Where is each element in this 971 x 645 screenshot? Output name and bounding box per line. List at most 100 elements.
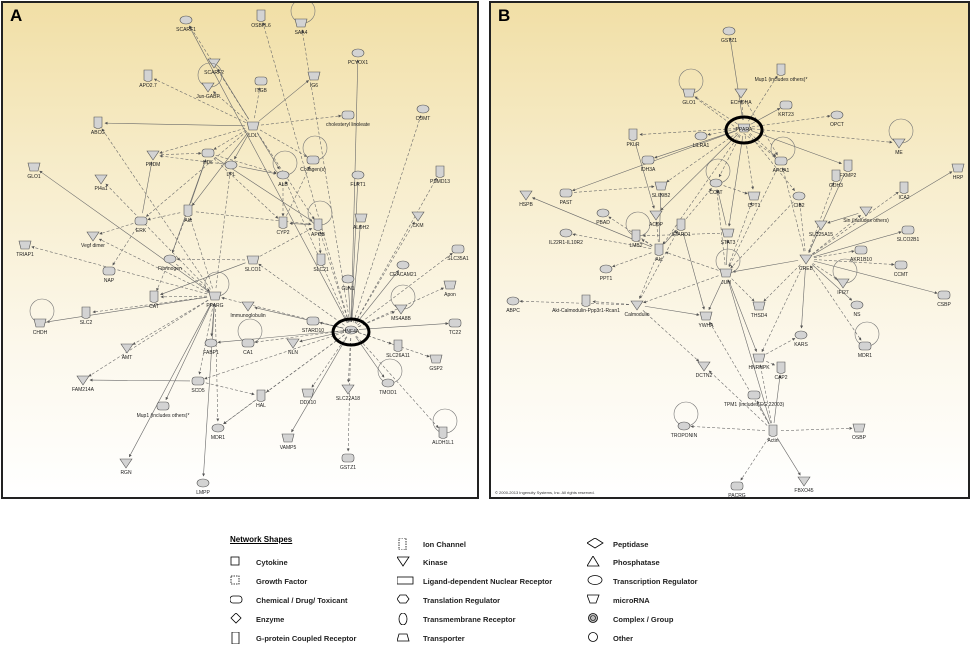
network-node[interactable]: FAM214A [72, 375, 95, 393]
network-node[interactable]: CKM [411, 211, 425, 229]
network-node[interactable]: KRT23 [778, 100, 794, 118]
network-node[interactable]: CAP2 [774, 361, 788, 381]
network-node[interactable]: PRDM [146, 150, 161, 168]
network-node[interactable]: FABP1 [203, 338, 219, 356]
network-node[interactable]: Actin [767, 424, 779, 444]
network-node[interactable]: cholesteryl linoleate [326, 110, 370, 128]
network-node[interactable]: LILRA1 [693, 131, 710, 149]
network-node[interactable]: AMT [120, 343, 134, 361]
network-node[interactable]: IDH3A [641, 155, 656, 173]
network-node[interactable]: SLC21 [313, 253, 329, 273]
network-node[interactable]: IFI27 [832, 258, 858, 296]
network-node[interactable]: STAT3 [721, 228, 736, 246]
network-node[interactable]: CCAT [705, 158, 731, 196]
network-node[interactable]: Akt-Calmodulin-Ppp3r1-Rcan1 [552, 294, 620, 314]
network-node[interactable]: IG6 [307, 71, 321, 89]
network-node[interactable]: Fibrinogen [158, 254, 182, 272]
network-node[interactable]: DCTN2 [696, 361, 713, 379]
network-node[interactable]: SLC9B2 [652, 181, 671, 199]
network-node[interactable]: CREB [799, 254, 814, 272]
network-node[interactable]: HNF4A [331, 317, 371, 347]
network-node[interactable]: MDR1 [854, 321, 880, 359]
network-node[interactable]: ALB [272, 150, 298, 188]
network-node[interactable]: PPARA [724, 115, 764, 145]
network-node[interactable]: OPCT [830, 110, 844, 128]
network-node[interactable]: PPARG [204, 271, 230, 309]
network-node[interactable]: LMPP [196, 478, 210, 496]
network-node[interactable]: SLC26A11 [386, 339, 410, 359]
network-node[interactable]: SLC2 [80, 306, 93, 326]
network-node[interactable]: MDR1 [211, 423, 225, 441]
network-node[interactable]: ALDH2 [353, 213, 369, 231]
network-node[interactable]: IL22R1-IL10R2 [549, 228, 583, 246]
network-node[interactable]: ERK [134, 216, 148, 234]
network-node[interactable]: PKLR [626, 128, 640, 148]
network-node[interactable]: CYP2 [276, 216, 290, 236]
network-node[interactable]: Mup1 (includes others)* [137, 401, 190, 419]
network-node[interactable]: FLRT1 [350, 170, 366, 188]
network-node[interactable]: SAA4 [290, 3, 316, 36]
network-node[interactable]: TROPONIN [671, 401, 699, 439]
network-node[interactable]: YWHA [699, 311, 715, 329]
network-node[interactable]: PBAD [596, 208, 610, 226]
network-node[interactable]: ME [888, 118, 914, 156]
network-node[interactable]: SLC25A15 [809, 220, 833, 238]
network-node[interactable]: OSBPL6 [251, 9, 271, 29]
network-node[interactable]: JUN [715, 248, 741, 286]
network-node[interactable]: CHDH [29, 298, 55, 336]
network-node[interactable]: HSPB [519, 190, 533, 208]
network-node[interactable]: APO2.7 [139, 69, 157, 89]
network-node[interactable]: COMT [416, 104, 431, 122]
network-node[interactable]: SLC22A18 [336, 384, 360, 402]
network-node[interactable]: Akt [654, 243, 664, 263]
network-node[interactable]: CIB2 [792, 191, 806, 209]
network-node[interactable]: APOA1 [770, 136, 796, 174]
network-node[interactable]: THSD4 [751, 301, 768, 319]
network-node[interactable]: KARS [794, 330, 808, 348]
network-node[interactable]: RGN [119, 458, 133, 476]
network-node[interactable]: CPT1 [748, 191, 761, 209]
network-node[interactable]: HDL [201, 148, 215, 166]
network-node[interactable]: PACRG [728, 481, 746, 497]
network-node[interactable]: STARD1 [671, 218, 691, 238]
network-node[interactable]: NS [850, 300, 864, 318]
network-node[interactable]: CCMT [894, 260, 908, 278]
network-node[interactable]: SCARF1 [176, 15, 196, 33]
network-node[interactable]: CAT [149, 290, 159, 310]
network-node[interactable]: SLCO1 [245, 255, 262, 273]
network-node[interactable]: ACDP [649, 210, 664, 228]
network-node[interactable]: AKR1B10 [850, 245, 872, 263]
network-node[interactable]: PSMD13 [430, 165, 450, 185]
network-node[interactable]: SCD5 [191, 376, 205, 394]
network-node[interactable]: GLO1 [27, 162, 41, 180]
network-node[interactable]: MS4A8B [390, 284, 416, 322]
network-node[interactable]: Calmodulin [624, 300, 650, 318]
network-node[interactable]: SCARF2 [204, 58, 224, 76]
network-node[interactable]: ECHDHA [730, 88, 752, 106]
network-node[interactable]: VAMP5 [280, 433, 297, 451]
network-node[interactable]: TC22 [448, 318, 461, 336]
network-node[interactable]: NAP [102, 266, 116, 284]
network-node[interactable]: PCYOX1 [348, 48, 369, 66]
network-node[interactable]: DDX10 [300, 388, 316, 406]
network-node[interactable]: FBXO45 [794, 476, 814, 494]
network-node[interactable]: TMOD1 [377, 358, 403, 396]
network-node[interactable]: SLCO2B1 [897, 225, 920, 243]
network-node[interactable]: LMB2 [625, 211, 651, 249]
network-node[interactable]: TRIAP1 [16, 240, 34, 258]
network-node[interactable]: ICA2 [898, 181, 910, 201]
network-node[interactable]: NLN [286, 338, 300, 356]
network-node[interactable]: HAL [256, 389, 266, 409]
network-node[interactable]: HNRNPK [748, 353, 770, 371]
network-node[interactable]: CA1 [237, 318, 263, 356]
network-node[interactable]: Sin (includes others) [843, 206, 889, 224]
network-node[interactable]: FXMP2 [840, 159, 857, 179]
network-node[interactable]: LDL [246, 121, 260, 139]
network-node[interactable]: GDH3 [829, 169, 843, 189]
network-node[interactable]: Mup1 (includes others)* [755, 63, 808, 83]
network-node[interactable]: GSTZ1 [340, 453, 356, 471]
network-node[interactable]: OSBP [852, 423, 867, 441]
network-node[interactable]: PAST [560, 188, 573, 206]
network-node[interactable]: ABPC [506, 296, 520, 314]
network-node[interactable]: GLN1 [341, 274, 355, 292]
